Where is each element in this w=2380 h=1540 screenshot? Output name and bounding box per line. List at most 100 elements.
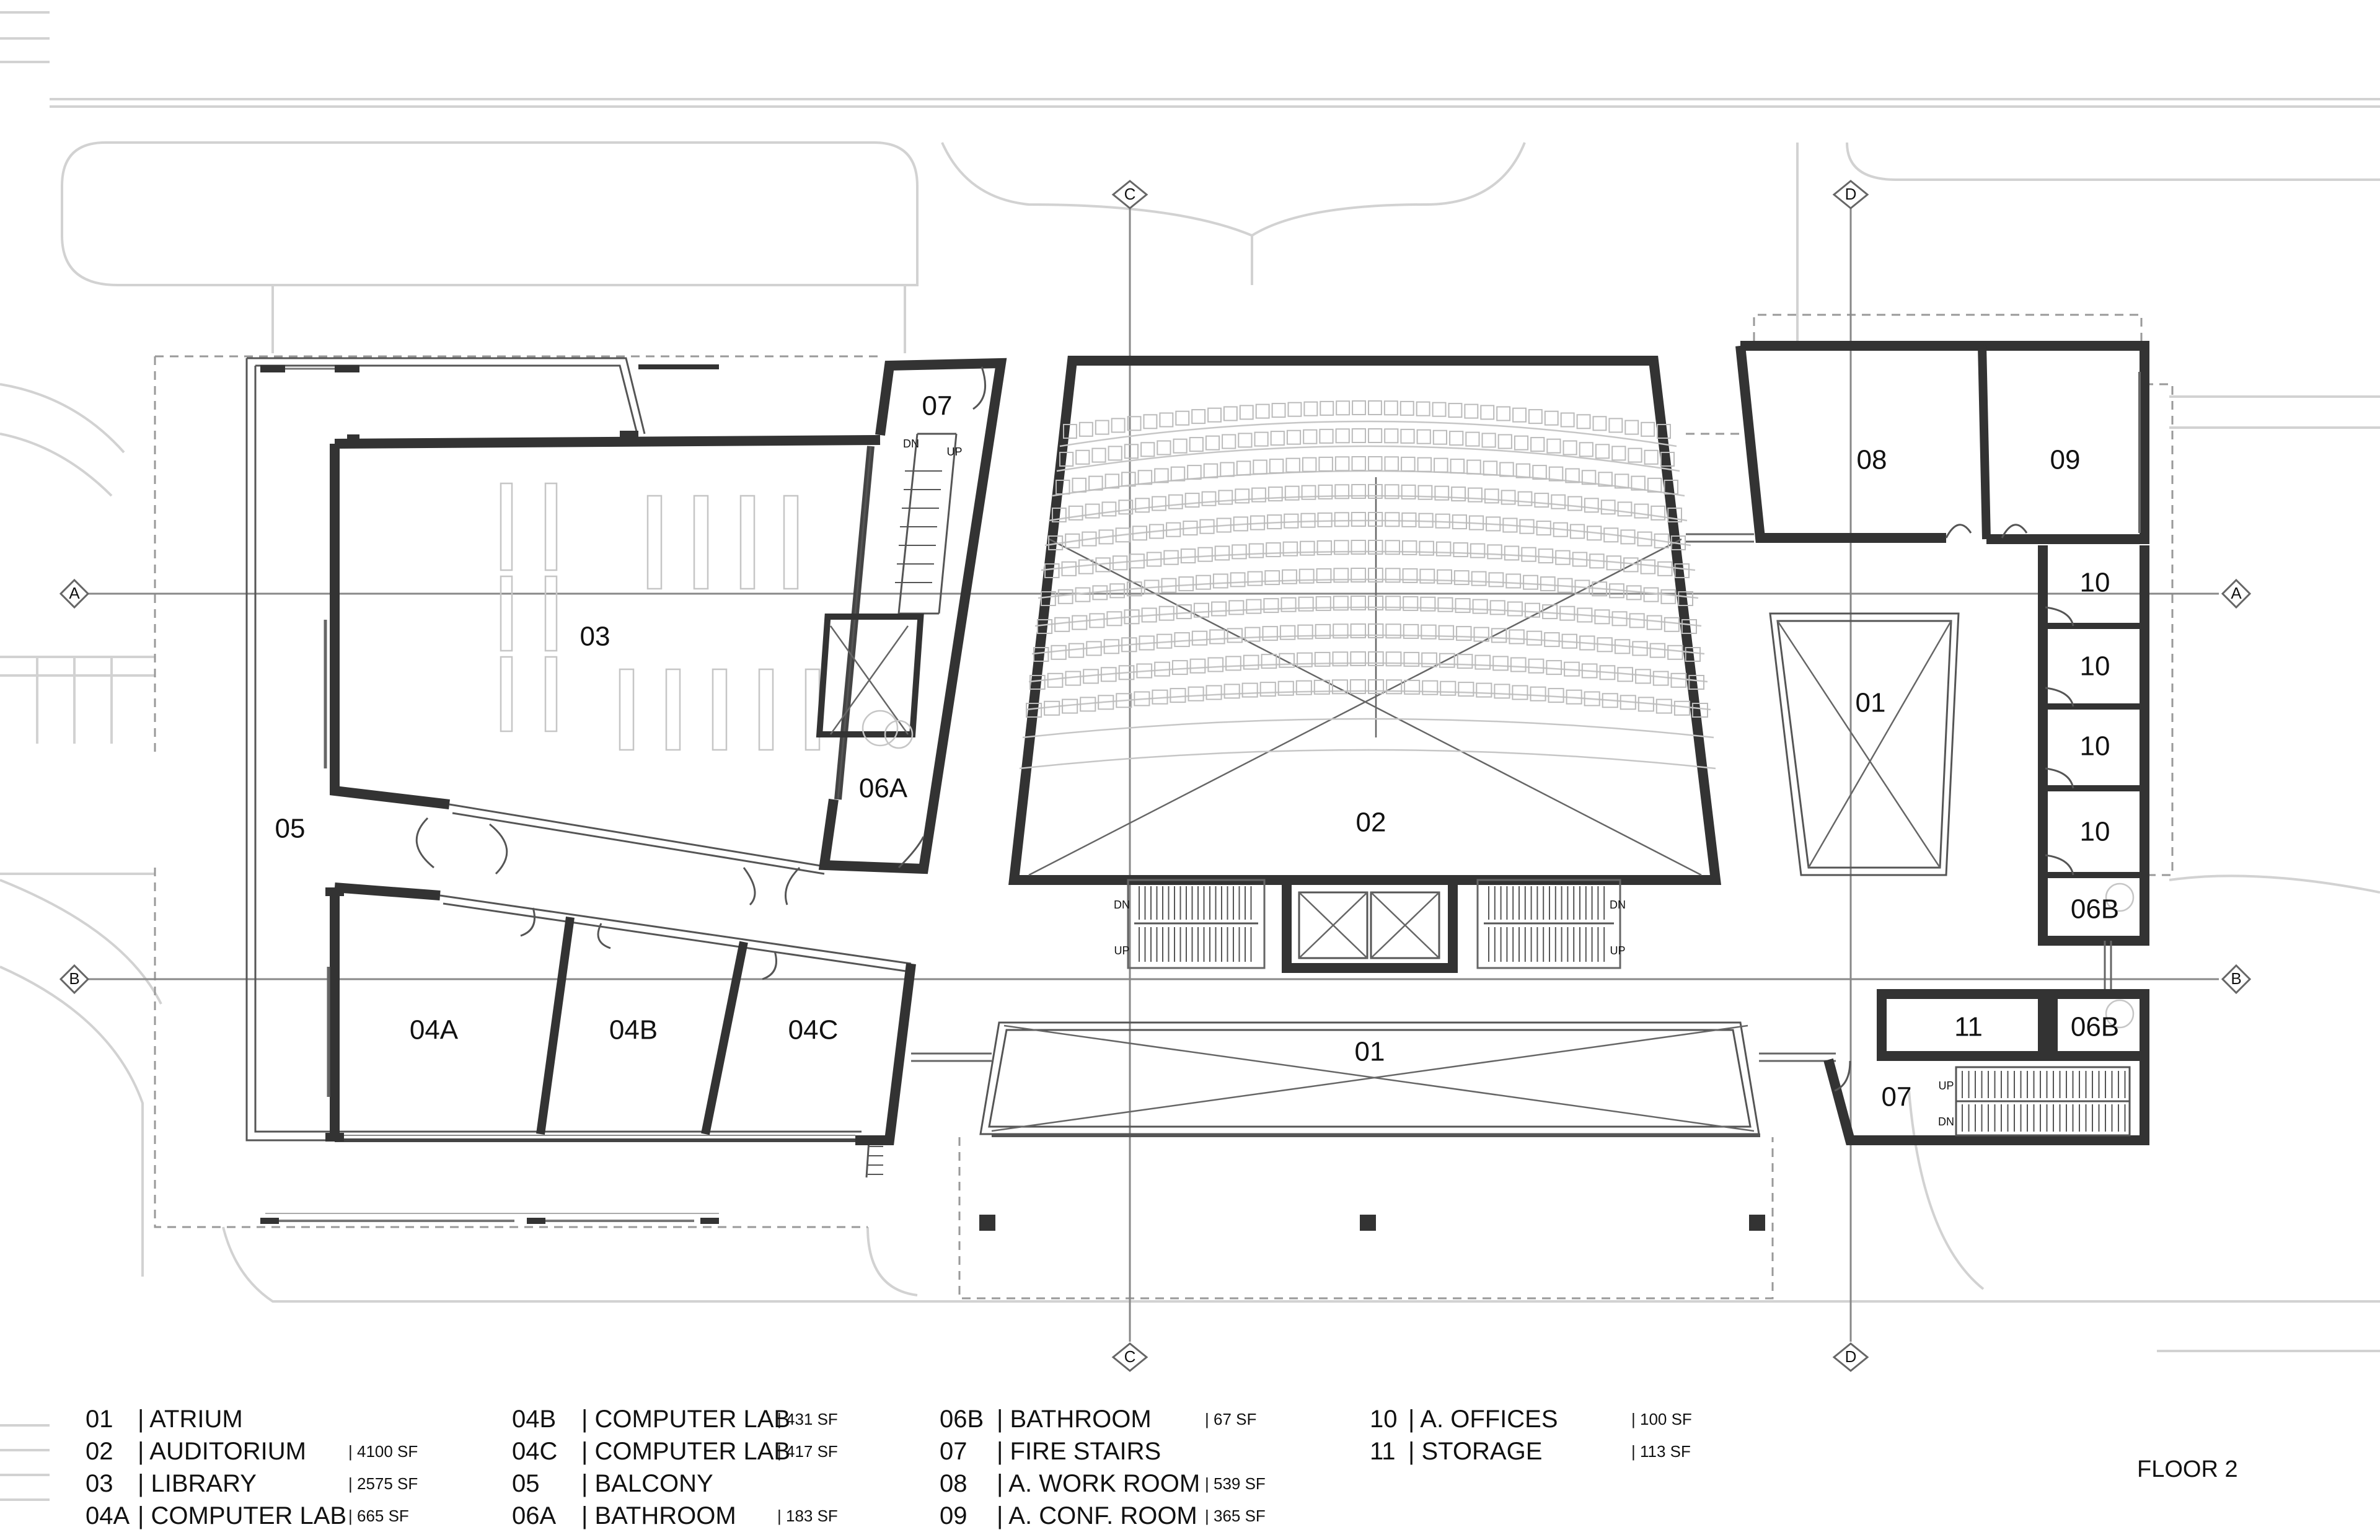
auditorium-seat: [1564, 661, 1580, 677]
auditorium-seat: [1480, 405, 1495, 420]
auditorium-seat: [1385, 651, 1402, 667]
auditorium-seat: [1514, 435, 1529, 451]
auditorium-seat: [1255, 403, 1270, 419]
svg-text:D: D: [1845, 1347, 1857, 1366]
auditorium-seat: [1318, 456, 1333, 472]
legend-row: 08| A. WORK ROOM| 539 SF: [940, 1470, 1266, 1497]
auditorium-seat: [1236, 460, 1251, 476]
auditorium-seat: [1233, 516, 1248, 532]
auditorium-seat: [1626, 585, 1642, 601]
auditorium-seat: [1562, 440, 1577, 455]
auditorium-seat: [1313, 679, 1330, 695]
auditorium-seat: [1440, 680, 1457, 696]
auditorium-seat: [1193, 602, 1210, 618]
legend-area: | 431 SF: [777, 1410, 838, 1428]
legend-name: | COMPUTER LAB: [581, 1406, 790, 1433]
auditorium-seat: [1404, 679, 1421, 695]
auditorium-seat: [1664, 480, 1678, 495]
auditorium-seat: [1037, 619, 1053, 634]
auditorium-seat: [1673, 700, 1690, 716]
auditorium-seat: [1401, 512, 1417, 527]
auditorium-seat: [1385, 596, 1401, 611]
room-label-10-4: 10: [2080, 817, 2110, 847]
room-label-04a: 04A: [410, 1015, 459, 1045]
auditorium-seat: [1534, 493, 1549, 508]
auditorium-seat: [1434, 457, 1448, 473]
legend-code: 08: [940, 1470, 967, 1497]
auditorium-seat: [1183, 521, 1198, 536]
legend-row: 01| ATRIUM: [86, 1406, 243, 1433]
auditorium-seat: [1078, 421, 1093, 437]
auditorium-seat: [1635, 669, 1651, 684]
auditorium-seat: [1334, 484, 1350, 499]
auditorium-seat: [1402, 568, 1418, 583]
svg-text:A: A: [69, 584, 80, 602]
auditorium-seat: [1385, 540, 1400, 555]
auditorium-seat: [1528, 409, 1543, 425]
library-walls: [324, 431, 881, 875]
auditorium-seat: [1351, 428, 1367, 443]
legend-area: | 4100 SF: [348, 1442, 418, 1461]
auditorium-seat: [1417, 457, 1432, 472]
legend-code: 04A: [86, 1502, 130, 1529]
auditorium-seat: [1333, 623, 1349, 639]
auditorium-seat: [1646, 615, 1662, 630]
room-label-11: 11: [1954, 1012, 1983, 1042]
auditorium-seat: [1061, 561, 1077, 576]
legend-row: 04B| COMPUTER LAB| 431 SF: [512, 1406, 838, 1433]
auditorium-seat: [1532, 465, 1547, 480]
auditorium-seat: [1109, 583, 1125, 599]
auditorium-seat: [1148, 524, 1165, 539]
auditorium-seat: [1422, 680, 1439, 695]
room-label-01-main: 01: [1856, 688, 1886, 718]
stair-label-up-center-left: UP: [1114, 944, 1129, 957]
auditorium-seat: [1577, 607, 1593, 623]
auditorium-seat: [1225, 656, 1241, 671]
auditorium-seat: [1230, 572, 1246, 587]
auditorium-seat: [1401, 540, 1417, 555]
legend-name: | A. OFFICES: [1408, 1406, 1558, 1433]
auditorium-seat: [1632, 641, 1648, 656]
right-stair-treads: [1962, 1071, 2126, 1132]
auditorium-seat: [1163, 550, 1179, 565]
auditorium-seat: [1592, 581, 1608, 597]
auditorium-seat: [1333, 596, 1349, 611]
exterior-windows: [260, 364, 719, 1224]
auditorium-seat: [1497, 434, 1512, 449]
auditorium-seat: [1157, 440, 1171, 455]
auditorium-seat: [1319, 428, 1334, 444]
grid-marker-c-top: C: [1111, 180, 1148, 209]
legend-name: | ATRIUM: [138, 1406, 243, 1433]
computer-lab-walls: [325, 882, 916, 1145]
auditorium-seat: [1203, 463, 1219, 478]
auditorium-seat: [1470, 543, 1486, 558]
grid-marker-a-left: A: [59, 578, 90, 609]
grid-marker-c-bottom: C: [1111, 1342, 1148, 1372]
auditorium-seat: [1383, 400, 1398, 416]
auditorium-seat: [1643, 587, 1659, 602]
room-label-10-2: 10: [2080, 651, 2110, 682]
auditorium-seat: [1438, 625, 1455, 640]
auditorium-seat: [1505, 573, 1522, 589]
auditorium-seat: [1080, 697, 1096, 712]
auditorium-seat: [1112, 555, 1128, 571]
auditorium-seat: [1349, 679, 1366, 694]
auditorium-seat: [1555, 550, 1571, 565]
auditorium-seat: [1048, 535, 1064, 550]
auditorium-seat: [1579, 635, 1595, 651]
stair-label-dn-center-right: DN: [1610, 899, 1626, 911]
auditorium-seat: [1300, 513, 1316, 528]
auditorium-seat: [1154, 661, 1170, 677]
auditorium-seat: [1026, 703, 1042, 718]
auditorium-seat: [1637, 531, 1652, 547]
auditorium-seat: [1449, 431, 1464, 446]
legend-area: | 67 SF: [1205, 1410, 1256, 1428]
auditorium-seat: [1468, 487, 1483, 503]
auditorium-seat: [1473, 627, 1489, 642]
auditorium-seat: [1614, 639, 1631, 654]
room-label-07-left: 07: [922, 391, 953, 421]
auditorium-seat: [1403, 596, 1419, 611]
atrium-lower: [911, 1021, 1836, 1231]
auditorium-seat: [1103, 639, 1120, 654]
auditorium-seat: [1401, 456, 1416, 472]
